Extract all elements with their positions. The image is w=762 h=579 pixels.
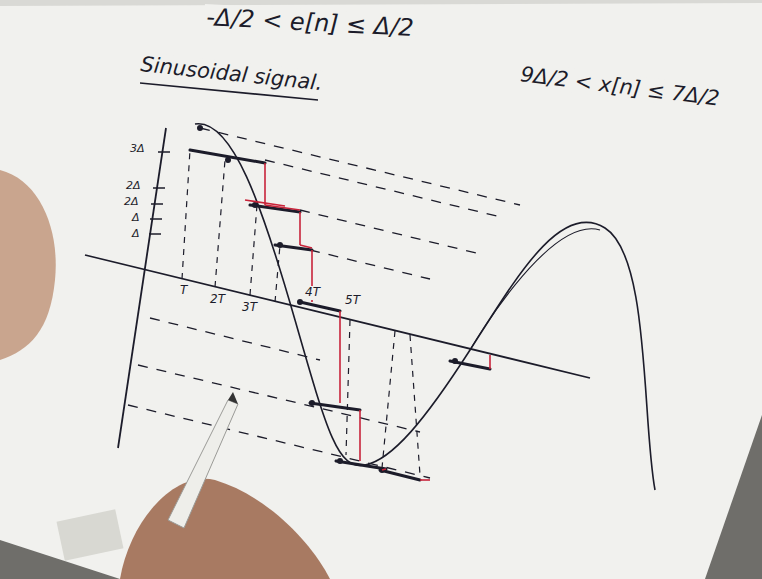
hand [0, 170, 56, 360]
hold-lines [245, 163, 490, 480]
sinusoid-curve [195, 124, 655, 490]
hand [120, 479, 330, 579]
quantization-levels [128, 128, 520, 478]
level-label: 2Δ [122, 196, 141, 209]
level-label: Δ [130, 212, 142, 225]
level-label: 2Δ [124, 180, 143, 193]
amplitude-axis [118, 128, 166, 448]
time-label: 2T [208, 293, 227, 307]
time-label: 5T [343, 294, 362, 308]
level-label: 3Δ [128, 143, 147, 156]
time-label: T [178, 284, 189, 298]
sample-dots [197, 125, 458, 473]
paper-tag [56, 509, 123, 561]
pen-tip [228, 392, 238, 404]
axis-ticks [149, 152, 170, 234]
pen [168, 400, 238, 528]
time-label: 4T [303, 286, 322, 300]
time-label: 3T [240, 301, 259, 315]
paper-edge [0, 0, 762, 6]
sinusoid-trace [470, 229, 600, 350]
level-label: Δ [130, 228, 142, 241]
quantized-steps [190, 150, 490, 480]
time-axis [85, 255, 590, 378]
